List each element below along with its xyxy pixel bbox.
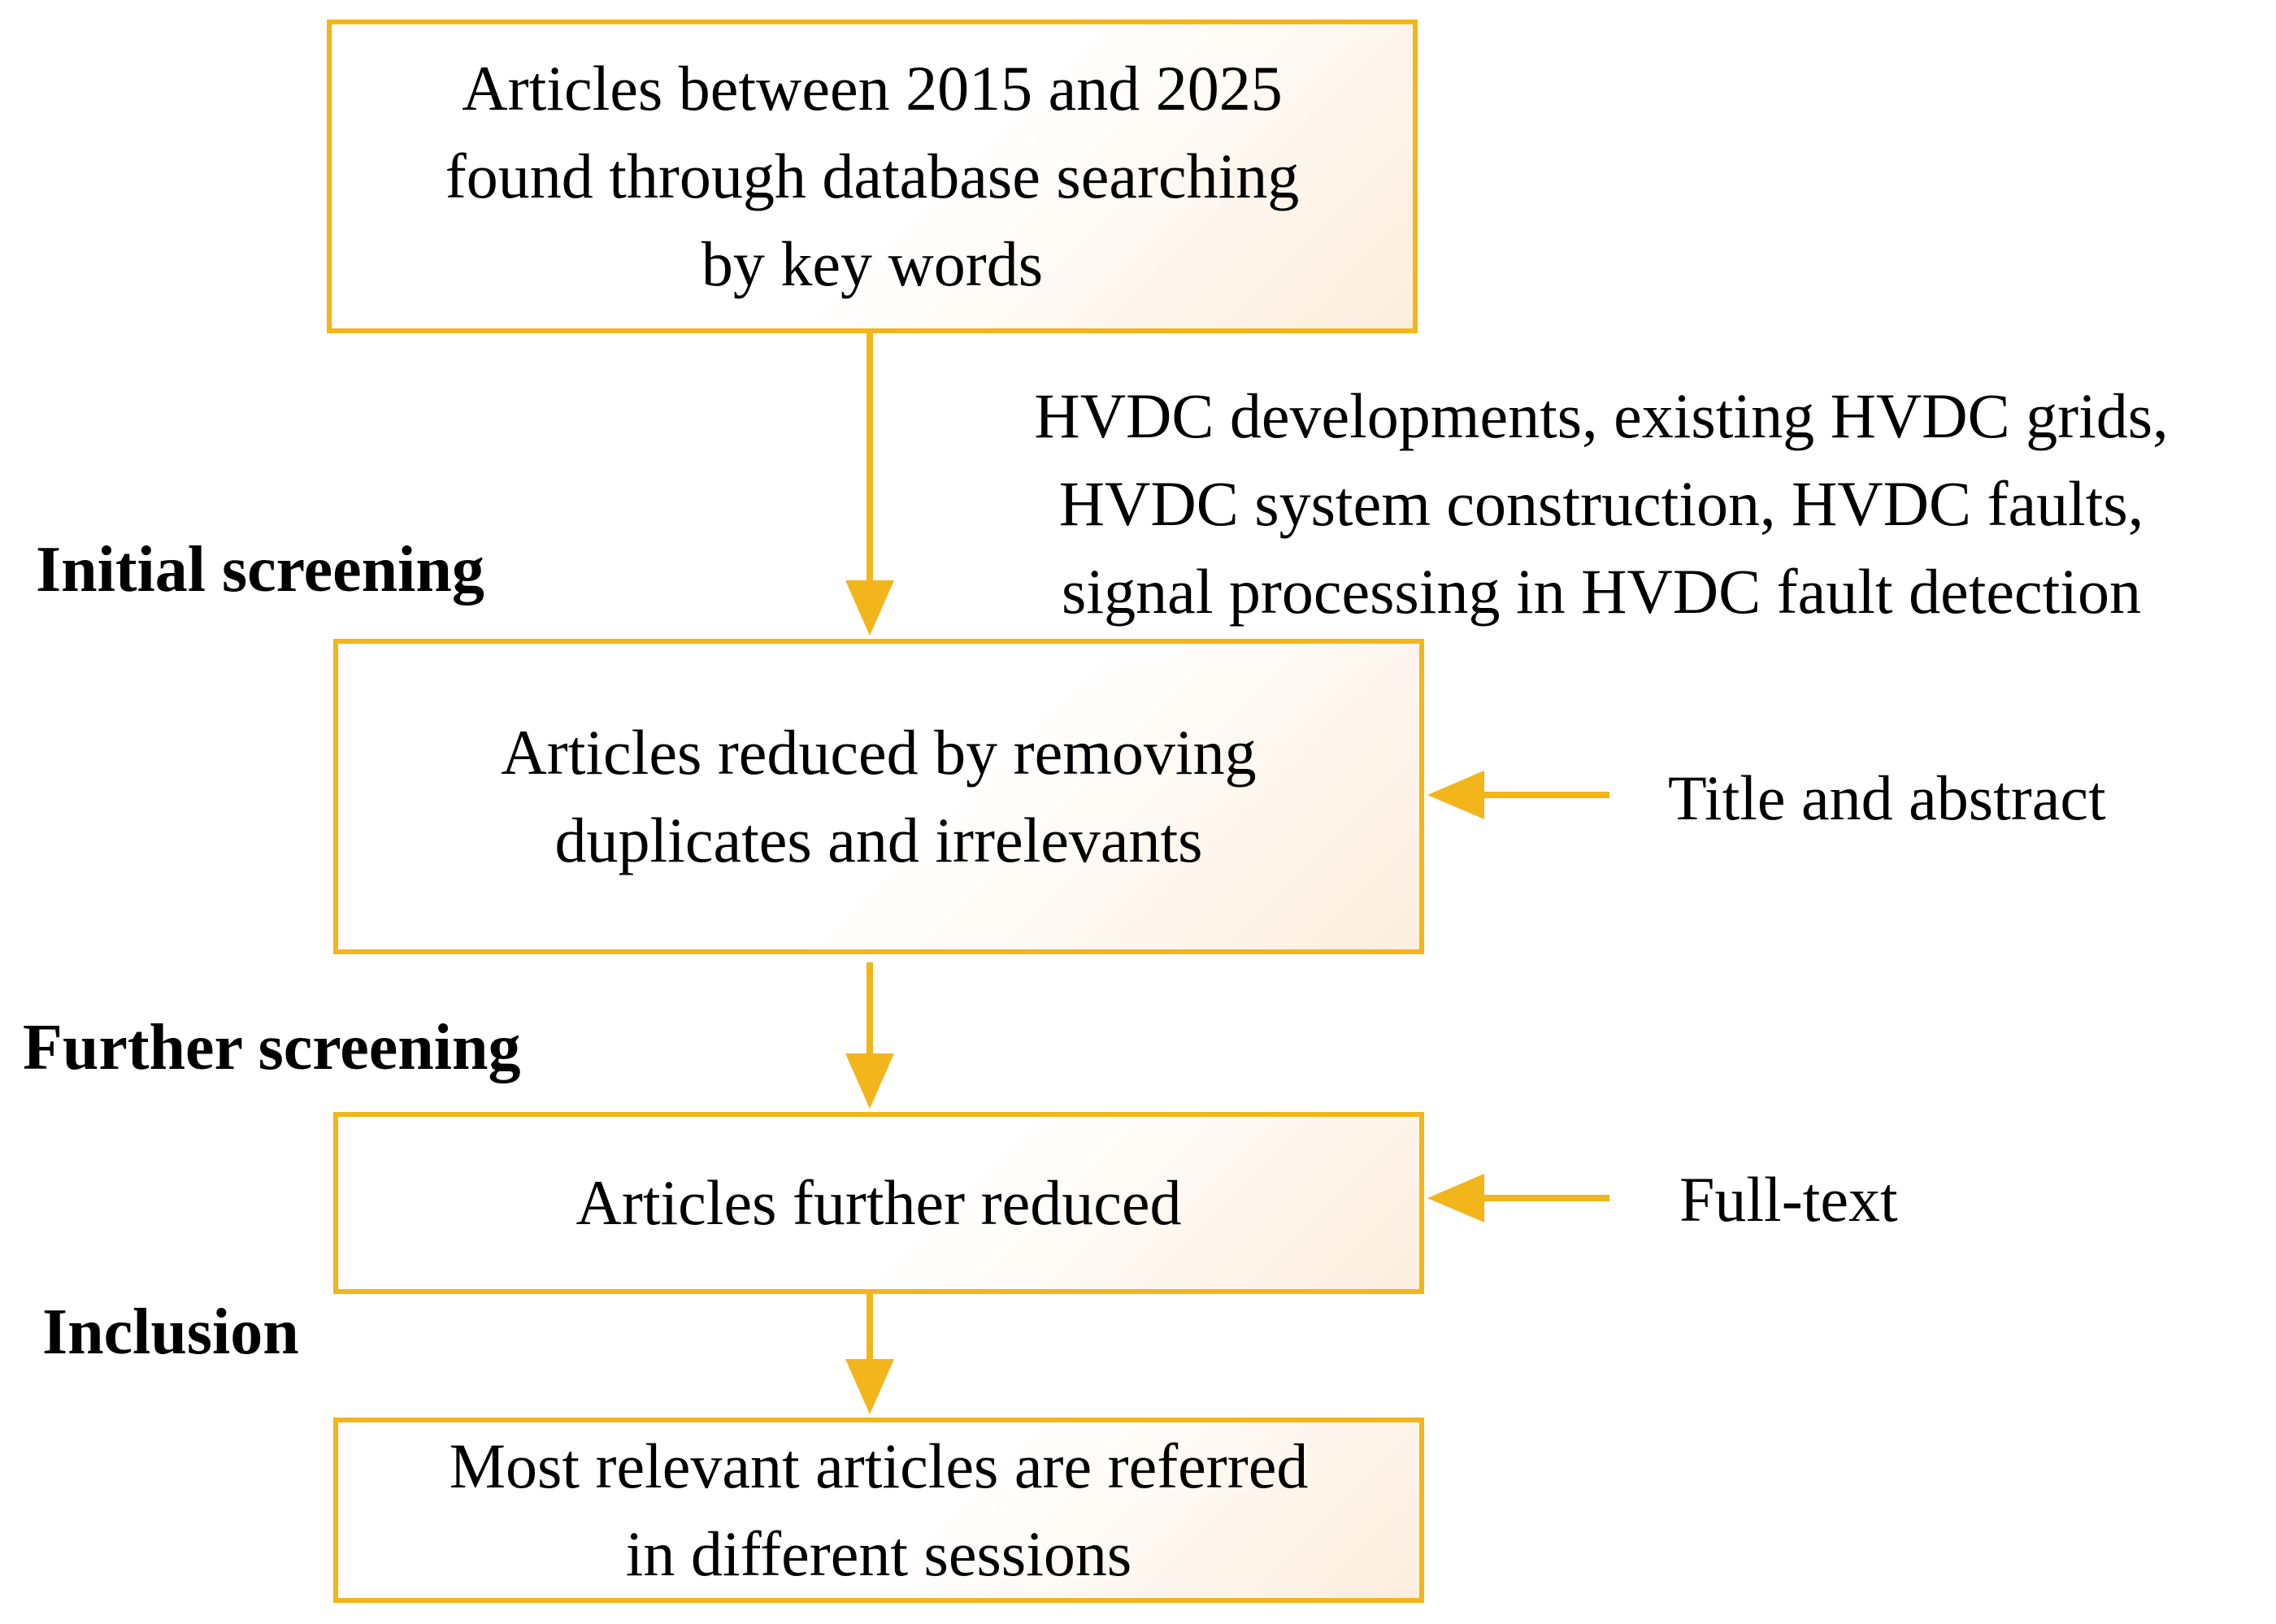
arrowhead-full-text	[1427, 1174, 1484, 1222]
full-text-criteria: Full-text	[1679, 1164, 1898, 1235]
reduced-articles-text: Articles reduced by removing duplicates …	[501, 709, 1256, 884]
title-abstract-criteria: Title and abstract	[1668, 762, 2106, 833]
keyword-criteria-line-2: HVDC system construction, HVDC faults,	[1058, 468, 2144, 539]
arrowhead-further-to-final	[845, 1359, 894, 1414]
keyword-criteria-line-3: signal processing in HVDC fault detectio…	[1062, 556, 2141, 627]
search-results-line-3: by key words	[701, 228, 1044, 299]
reduced-articles-line-2: duplicates and irrelevants	[554, 805, 1203, 875]
stage-label-initial-screening: Initial screening	[36, 534, 484, 606]
final-articles-line-1: Most relevant articles are referred	[449, 1431, 1309, 1501]
arrowhead-title-abstract	[1427, 771, 1484, 819]
further-reduced-line-1: Articles further reduced	[576, 1167, 1182, 1238]
final-articles-line-2: in different sessions	[625, 1518, 1132, 1589]
further-reduced-text: Articles further reduced	[576, 1159, 1182, 1247]
search-results-text: Articles between 2015 and 2025 found thr…	[445, 45, 1300, 308]
reduced-articles-line-1: Articles reduced by removing	[501, 717, 1257, 788]
final-articles-box: Most relevant articles are referred in d…	[333, 1418, 1424, 1603]
arrowhead-reduced-to-further	[845, 1053, 894, 1109]
final-articles-text: Most relevant articles are referred in d…	[450, 1422, 1309, 1598]
stage-label-inclusion: Inclusion	[42, 1296, 299, 1368]
search-results-line-1: Articles between 2015 and 2025	[462, 53, 1283, 124]
arrowhead-search-to-reduced	[845, 580, 894, 636]
keyword-criteria: HVDC developments, existing HVDC grids, …	[935, 372, 2268, 636]
search-results-box: Articles between 2015 and 2025 found thr…	[327, 20, 1418, 333]
search-results-line-2: found through database searching	[445, 141, 1300, 211]
keyword-criteria-line-1: HVDC developments, existing HVDC grids,	[1034, 380, 2169, 451]
reduced-articles-box: Articles reduced by removing duplicates …	[333, 639, 1424, 954]
stage-label-further-screening: Further screening	[23, 1012, 521, 1083]
further-reduced-box: Articles further reduced	[333, 1112, 1424, 1294]
